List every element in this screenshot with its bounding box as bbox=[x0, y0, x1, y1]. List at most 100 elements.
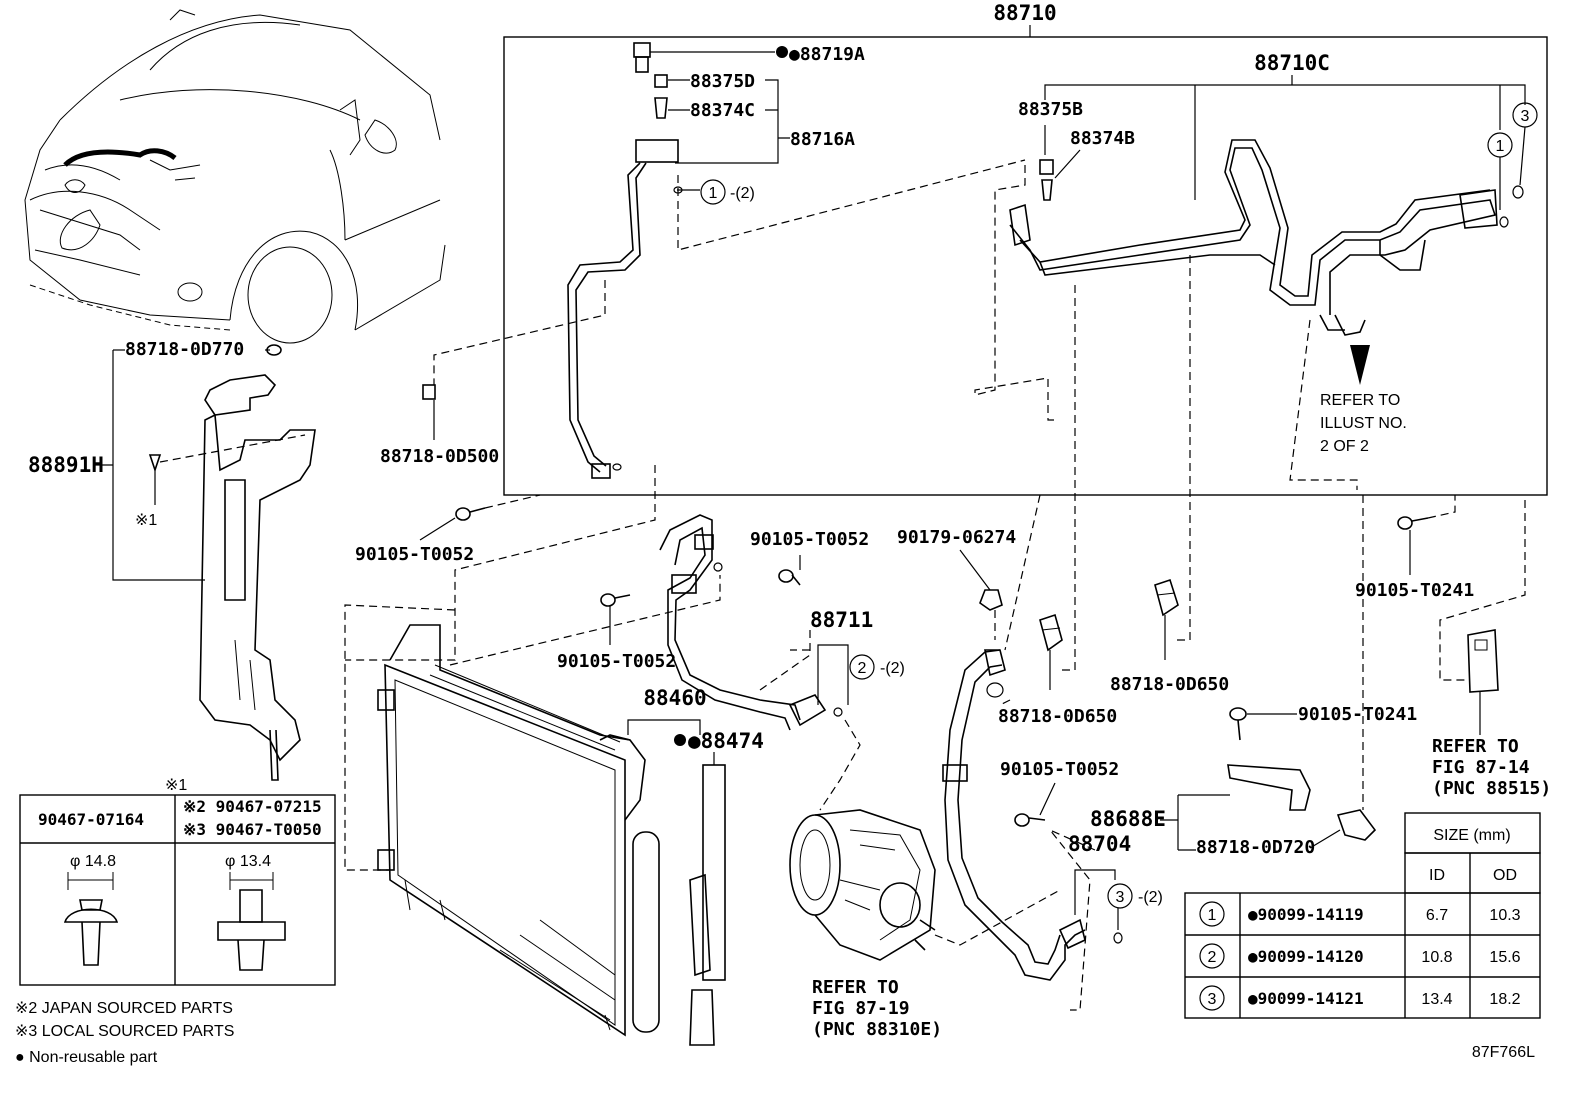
clip-table bbox=[19, 794, 336, 986]
label-90105-T0052-d: 90105-T0052 bbox=[1000, 759, 1119, 780]
clip-dim-13-4: φ 13.4 bbox=[225, 853, 271, 870]
refer-fig-87-19-line3: (PNC 88310E) bbox=[812, 1019, 942, 1040]
oring-2-number: 2 bbox=[858, 660, 867, 677]
label-88375B: 88375B bbox=[1018, 99, 1083, 120]
compressor-88310E bbox=[789, 809, 936, 961]
label-88474: ●88474 bbox=[688, 729, 764, 753]
label-90105-T0241-a: 90105-T0241 bbox=[1355, 580, 1474, 601]
oring-1b-number: 1 bbox=[1496, 138, 1505, 155]
label-88891H: 88891H bbox=[28, 453, 104, 477]
label-88718-0D770: 88718-0D770 bbox=[125, 339, 244, 360]
bolt-90105-T0052-d bbox=[1014, 813, 1046, 827]
label-90105-T0052-a: 90105-T0052 bbox=[355, 544, 474, 565]
oring-row3-od: 18.2 bbox=[1489, 991, 1520, 1008]
label-88704: 88704 bbox=[1068, 832, 1131, 856]
refer-fig-87-19-line1: REFER TO bbox=[812, 977, 899, 998]
clip-part-90467-07215: ※2 90467-07215 bbox=[183, 797, 322, 816]
assembly-88710-box bbox=[503, 36, 1548, 496]
label-88718-0D500: 88718-0D500 bbox=[380, 446, 499, 467]
oring-row1-od: 10.3 bbox=[1489, 907, 1520, 924]
bolt-90105-T0241-b bbox=[1229, 707, 1247, 741]
star1-note: ※1 bbox=[135, 512, 157, 529]
label-88718-0D720: 88718-0D720 bbox=[1196, 837, 1315, 858]
oring-row3-ref: 3 bbox=[1208, 991, 1217, 1008]
label-88716A: 88716A bbox=[790, 129, 855, 150]
refer-illust-line2: ILLUST NO. bbox=[1320, 415, 1407, 432]
label-88460: 88460 bbox=[643, 686, 706, 710]
clamp-88718-0D650-b bbox=[1154, 578, 1179, 617]
oring-1-number: 1 bbox=[709, 185, 718, 202]
bolt-90105-T0052-c bbox=[600, 593, 631, 607]
footnote-nonreusable: ● Non-reusable part bbox=[15, 1049, 158, 1066]
clip-part-90467-07164: 90467-07164 bbox=[38, 810, 144, 829]
label-90105-T0052-c: 90105-T0052 bbox=[557, 651, 676, 672]
refer-fig-87-14-line2: FIG 87-14 bbox=[1432, 757, 1530, 778]
bolt-90105-T0241-a bbox=[1397, 516, 1429, 530]
oring-col-od: OD bbox=[1493, 867, 1517, 884]
clip-88718-0D770 bbox=[266, 344, 282, 356]
diagram-id: 87F766L bbox=[1472, 1044, 1535, 1061]
oring-table bbox=[1184, 812, 1541, 1019]
clip-part-90467-T0050: ※3 90467-T0050 bbox=[183, 820, 322, 839]
oring-row3-id: 13.4 bbox=[1421, 991, 1452, 1008]
label-88710: 88710 bbox=[993, 1, 1056, 25]
suction-pipe-88710C bbox=[1009, 139, 1498, 336]
oring-3b-qty: -(2) bbox=[1138, 889, 1163, 906]
label-90105-T0052-b: 90105-T0052 bbox=[750, 529, 869, 550]
nut-90179-06274 bbox=[979, 589, 1003, 611]
bracket-88688E bbox=[1227, 764, 1311, 811]
oring-col-id: ID bbox=[1429, 867, 1445, 884]
oring-row2-part: ●90099-14120 bbox=[1248, 947, 1364, 966]
seal-88891H bbox=[199, 374, 316, 781]
clip-dim-14-8: φ 14.8 bbox=[70, 853, 116, 870]
condenser-88460 bbox=[377, 624, 660, 1037]
discharge-hose-88716A bbox=[567, 139, 679, 479]
valve-core-88374B bbox=[1041, 179, 1053, 201]
bolt-90105-T0052-b bbox=[778, 569, 801, 586]
valve-cap-88719A bbox=[633, 42, 788, 73]
valve-core-88374C bbox=[654, 97, 690, 119]
refer-fig-87-14-line3: (PNC 88515) bbox=[1432, 778, 1551, 799]
arrow-refer-illust bbox=[1350, 345, 1370, 385]
valve-cap-88375B bbox=[1039, 159, 1054, 175]
valve-cap-88375D bbox=[654, 74, 690, 88]
footnote-local: ※3 LOCAL SOURCED PARTS bbox=[15, 1023, 234, 1040]
oring-callout-2 bbox=[849, 654, 875, 680]
oring-row1-ref: 1 bbox=[1208, 907, 1217, 924]
oring-2-qty: -(2) bbox=[880, 660, 905, 677]
discharge-hose-88711 bbox=[659, 514, 827, 731]
footnote-japan: ※2 JAPAN SOURCED PARTS bbox=[15, 1000, 233, 1017]
label-88688E: 88688E bbox=[1090, 807, 1166, 831]
clip-icon-2 bbox=[217, 872, 286, 971]
refer-fig-87-19-line2: FIG 87-19 bbox=[812, 998, 910, 1019]
vehicle-illustration bbox=[24, 9, 446, 344]
clamp-88718-0D650-a bbox=[1039, 613, 1063, 652]
desiccant-88474 bbox=[689, 764, 726, 1046]
oring-callout-1 bbox=[700, 179, 726, 205]
clip-table-star: ※1 bbox=[165, 777, 187, 794]
oring-row1-id: 6.7 bbox=[1426, 907, 1448, 924]
expansion-valve-88515 bbox=[1467, 629, 1499, 693]
oring-1-qty: -(2) bbox=[730, 185, 755, 202]
oring-callout-3b bbox=[1107, 883, 1133, 909]
label-88719A: ●88719A bbox=[789, 44, 865, 65]
clip-icon-1 bbox=[63, 872, 119, 966]
oring-size-header: SIZE (mm) bbox=[1433, 827, 1510, 844]
oring-row3-part: ●90099-14121 bbox=[1248, 989, 1364, 1008]
label-88718-0D650-a: 88718-0D650 bbox=[998, 706, 1117, 727]
label-88374B: 88374B bbox=[1070, 128, 1135, 149]
label-90179-06274: 90179-06274 bbox=[897, 527, 1016, 548]
refer-fig-87-14-line1: REFER TO bbox=[1432, 736, 1519, 757]
bolt-90105-T0052-a bbox=[455, 507, 486, 521]
clamp-88718-0D720 bbox=[1336, 809, 1377, 841]
refer-illust-line3: 2 OF 2 bbox=[1320, 438, 1369, 455]
suction-hose-88704 bbox=[942, 649, 1086, 981]
oring-row1-part: ●90099-14119 bbox=[1248, 905, 1364, 924]
oring-row2-id: 10.8 bbox=[1421, 949, 1452, 966]
label-90105-T0241-b: 90105-T0241 bbox=[1298, 704, 1417, 725]
oring-3a-number: 3 bbox=[1521, 108, 1530, 125]
oring-3b-number: 3 bbox=[1116, 889, 1125, 906]
refer-illust-line1: REFER TO bbox=[1320, 392, 1400, 409]
